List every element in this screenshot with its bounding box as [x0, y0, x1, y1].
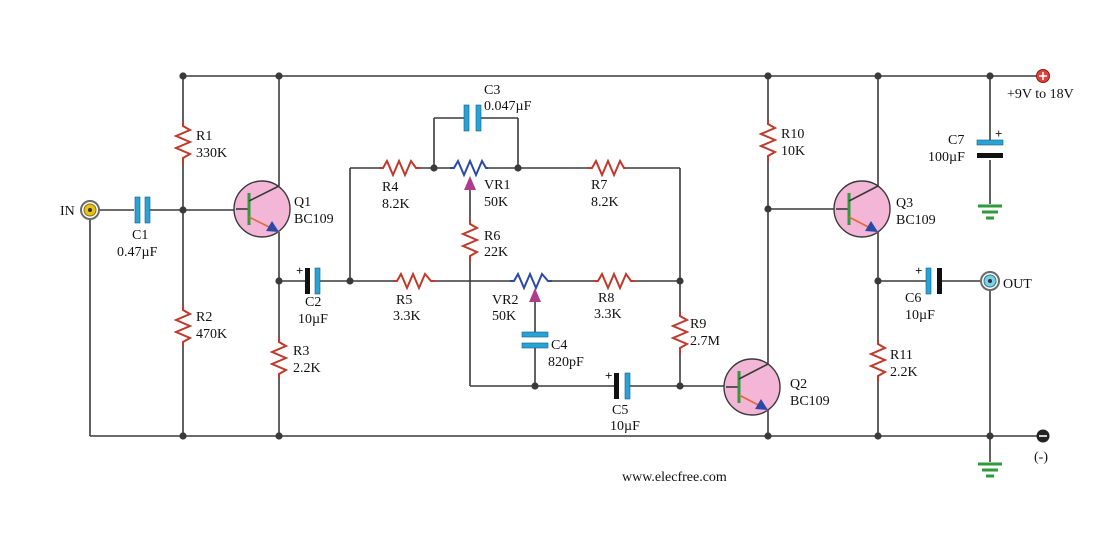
resistor-r9	[670, 312, 690, 354]
capacitor-c3	[463, 104, 482, 132]
resistor-r6	[460, 220, 480, 262]
transistor-q2	[723, 358, 781, 416]
label-c4: C4	[551, 338, 567, 353]
label-c3-value: 0.047µF	[484, 99, 532, 114]
label-c4-value: 820pF	[548, 355, 584, 370]
capacitor-c4	[521, 331, 549, 349]
label-c6: C6	[905, 291, 921, 306]
label-c1: C1	[132, 228, 148, 243]
capacitor-c5: +	[605, 368, 631, 400]
label-q1-value: BC109	[294, 212, 334, 227]
label-q3: Q3	[896, 196, 913, 211]
label-r7-value: 8.2K	[591, 195, 619, 210]
transistor-q1	[233, 180, 291, 238]
svg-text:+: +	[915, 263, 922, 278]
svg-text:+: +	[296, 263, 303, 278]
capacitor-c7: +	[976, 126, 1004, 158]
label-q2: Q2	[790, 377, 807, 392]
label-c2: C2	[305, 295, 321, 310]
ground-symbol-main	[978, 462, 1002, 478]
label-r6-value: 22K	[484, 245, 508, 260]
label-r11: R11	[890, 348, 913, 363]
label-r5-value: 3.3K	[393, 309, 421, 324]
label-r3: R3	[293, 344, 309, 359]
label-vr1: VR1	[484, 178, 510, 193]
label-r3-value: 2.2K	[293, 361, 321, 376]
label-r10-value: 10K	[781, 144, 805, 159]
label-q1: Q1	[294, 195, 311, 210]
label-c1-value: 0.47µF	[117, 245, 158, 260]
label-c2-value: 10µF	[298, 312, 328, 327]
label-c5-value: 10µF	[610, 419, 640, 434]
junction-dots	[179, 72, 994, 440]
resistor-r1	[173, 122, 193, 164]
label-r10: R10	[781, 127, 804, 142]
capacitor-c1	[134, 196, 151, 224]
resistor-r3	[269, 338, 289, 378]
label-negative: (-)	[1034, 450, 1048, 465]
potentiometer-vr2	[510, 271, 552, 302]
label-c7-value: 100µF	[928, 150, 965, 165]
label-r5: R5	[396, 293, 412, 308]
ground-symbol-c7	[978, 204, 1002, 220]
label-vr2: VR2	[492, 293, 518, 308]
output-jack	[980, 271, 1000, 291]
resistor-r10	[758, 120, 778, 162]
resistor-r7	[588, 158, 626, 178]
label-supply: +9V to 18V	[1007, 87, 1074, 102]
label-in: IN	[60, 204, 75, 219]
label-r7: R7	[591, 178, 607, 193]
resistor-r11	[868, 340, 888, 382]
label-r9: R9	[690, 317, 706, 332]
label-r8-value: 3.3K	[594, 307, 622, 322]
transistor-q3	[833, 180, 891, 238]
svg-text:+: +	[605, 368, 612, 383]
label-r9-value: 2.7M	[690, 334, 721, 349]
label-out: OUT	[1003, 277, 1032, 292]
label-r4: R4	[382, 180, 398, 195]
label-c7: C7	[948, 133, 964, 148]
label-r8: R8	[598, 291, 614, 306]
resistor-r5	[393, 271, 435, 291]
svg-text:+: +	[995, 126, 1002, 141]
label-r6: R6	[484, 229, 500, 244]
label-r11-value: 2.2K	[890, 365, 918, 380]
website-watermark: www.elecfree.com	[622, 470, 727, 485]
input-jack	[80, 200, 100, 220]
positive-terminal	[1036, 69, 1050, 83]
label-vr1-value: 50K	[484, 195, 508, 210]
resistor-r8	[594, 271, 635, 291]
capacitor-c6: +	[915, 263, 942, 295]
label-r4-value: 8.2K	[382, 197, 410, 212]
wires	[89, 75, 1037, 462]
label-r1: R1	[196, 129, 212, 144]
label-r2: R2	[196, 310, 212, 325]
label-r2-value: 470K	[196, 327, 227, 342]
label-c5: C5	[612, 403, 628, 418]
label-q2-value: BC109	[790, 394, 830, 409]
label-c6-value: 10µF	[905, 308, 935, 323]
label-c3: C3	[484, 83, 500, 98]
capacitor-c2: +	[296, 263, 321, 295]
label-vr2-value: 50K	[492, 309, 516, 324]
label-q3-value: BC109	[896, 213, 936, 228]
resistor-r2	[173, 306, 193, 346]
component-labels: R1 330K R2 470K R3 2.2K R4 8.2K VR1 50K …	[60, 83, 1074, 485]
label-r1-value: 330K	[196, 146, 227, 161]
negative-terminal	[1036, 429, 1050, 443]
resistor-r4	[379, 158, 420, 178]
potentiometer-vr1	[450, 158, 488, 190]
